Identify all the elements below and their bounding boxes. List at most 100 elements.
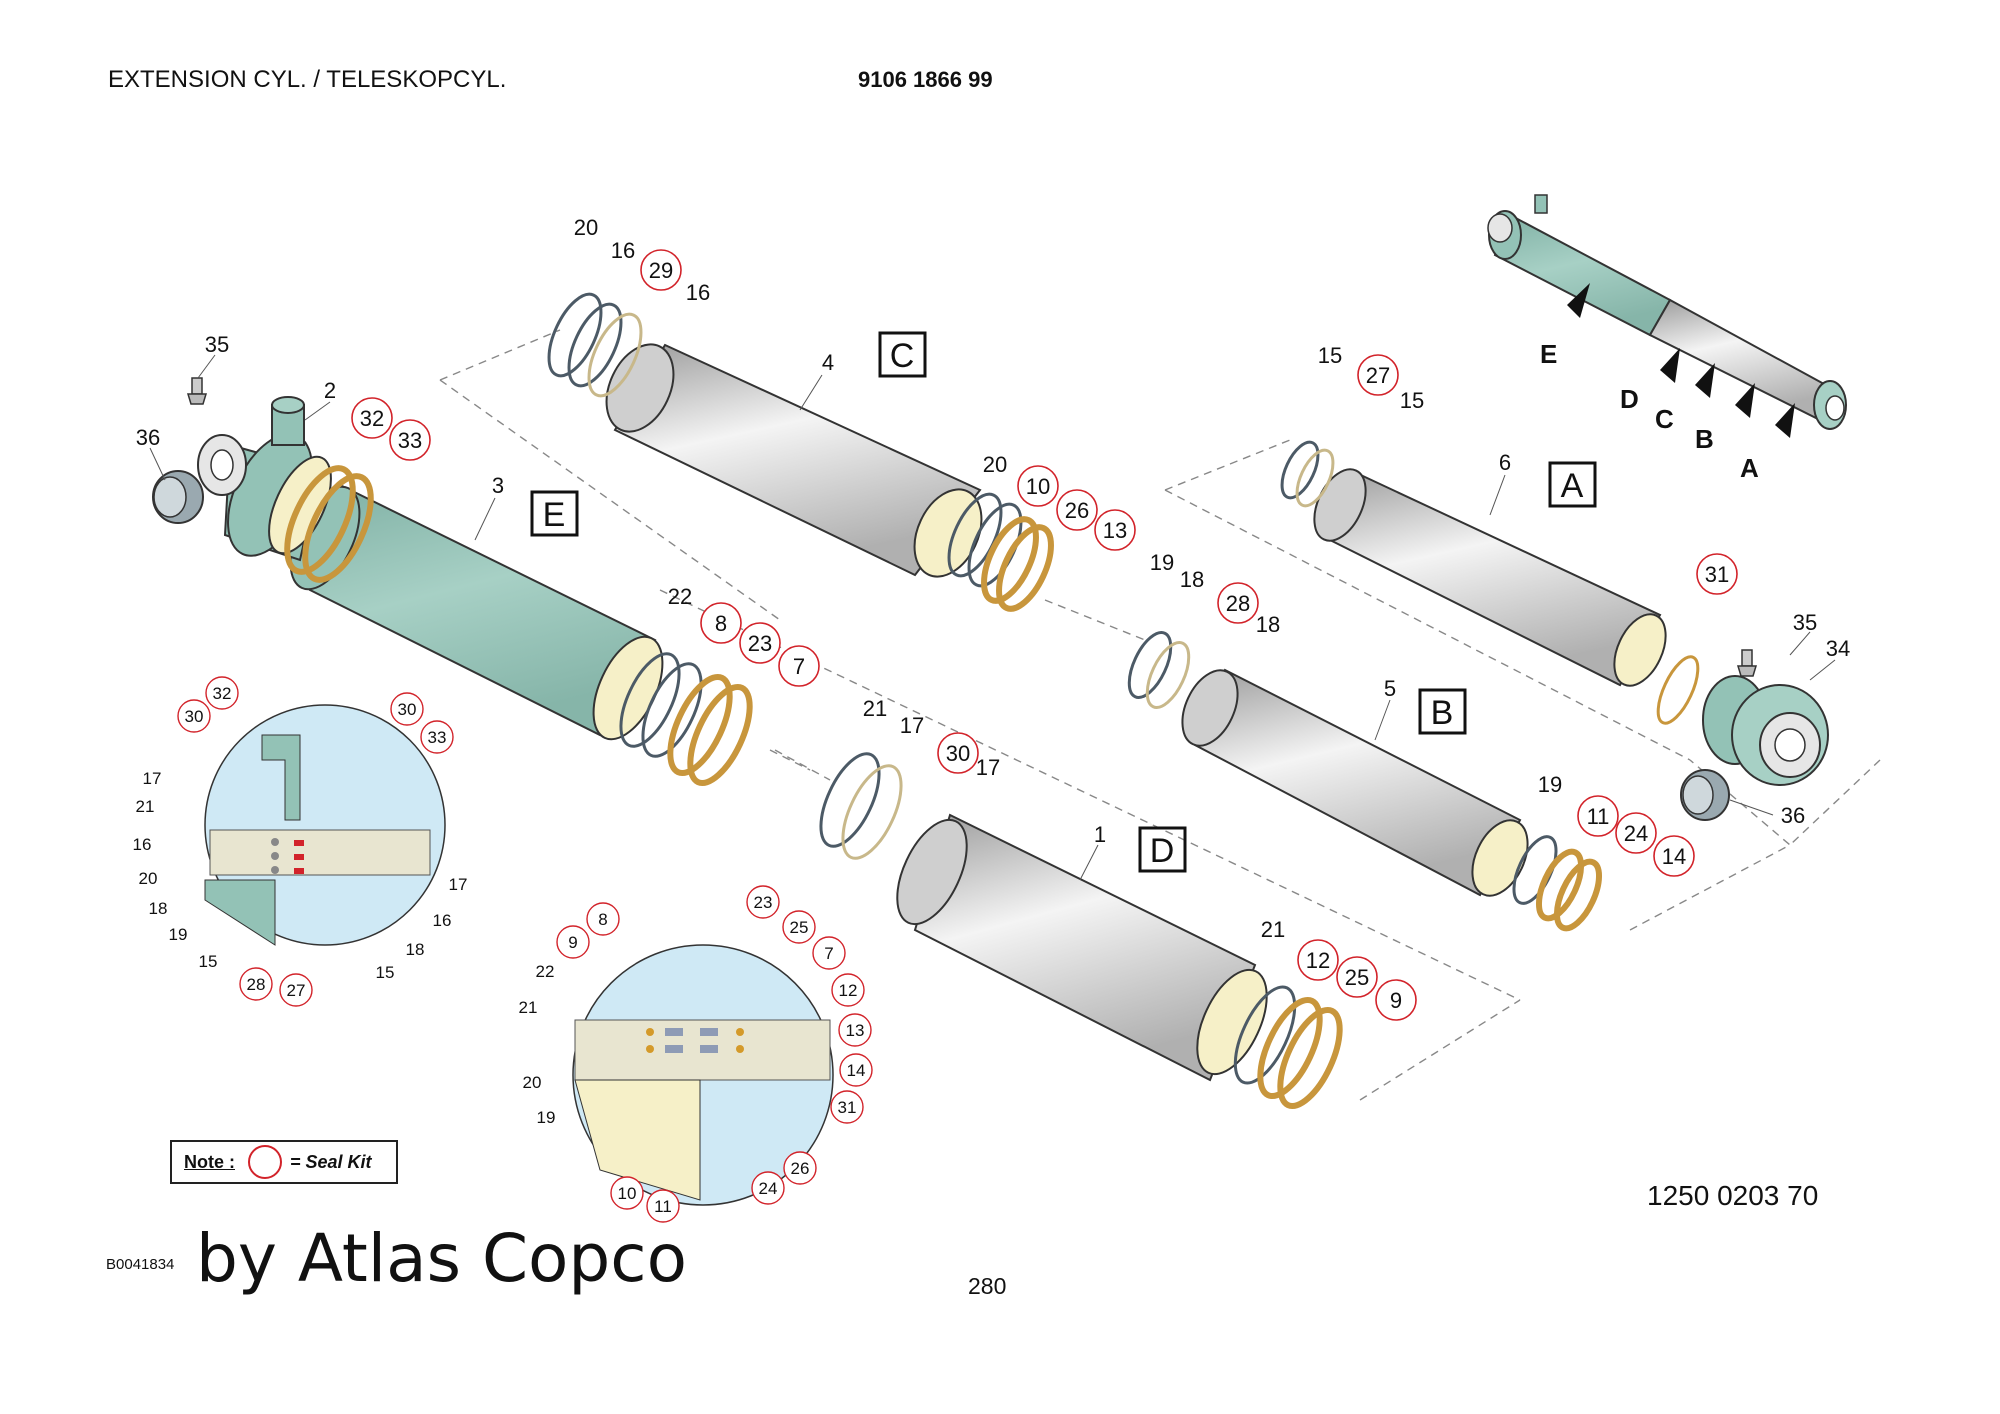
callout-36-left: 36 — [136, 425, 160, 450]
seal-callout-30-main: 30 — [937, 732, 979, 774]
detail-c-10: 10 — [618, 1184, 637, 1203]
svg-text:26: 26 — [1065, 498, 1089, 523]
pointer-label-e: E — [1540, 339, 1557, 369]
seal-kit-symbol — [248, 1145, 282, 1179]
detail-c-7: 7 — [824, 944, 833, 963]
detail-c-23: 23 — [754, 893, 773, 912]
wiper-ring-stacks — [547, 292, 1558, 1085]
plug-36-right — [1680, 769, 1730, 821]
pointer-label-a: A — [1740, 453, 1759, 483]
section-label-a: A — [1561, 467, 1584, 505]
detail-l-20: 20 — [139, 869, 158, 888]
overview-pointer-labels: E D C B A — [1540, 339, 1759, 483]
svg-text:30: 30 — [946, 741, 970, 766]
seal-kit-note: Note : = Seal Kit — [170, 1140, 398, 1184]
page-number: 280 — [968, 1273, 1007, 1299]
detail-c-8: 8 — [598, 910, 607, 929]
callout-22: 22 — [668, 584, 692, 609]
tube-1 — [896, 813, 1268, 1082]
callout-6: 6 — [1499, 450, 1511, 475]
seal-callout-32: 32 — [351, 397, 393, 439]
detail-left-labels: 32 30 30 33 28 27 17 21 16 20 18 19 15 1… — [133, 676, 467, 1007]
svg-text:14: 14 — [1662, 844, 1686, 869]
detail-c-12: 12 — [839, 981, 858, 1000]
detail-l-33: 33 — [428, 728, 447, 747]
detail-center-labels: 8 9 23 25 7 12 13 14 31 26 24 10 11 22 2… — [519, 885, 873, 1223]
detail-c-24: 24 — [759, 1179, 778, 1198]
detail-l-32: 32 — [213, 684, 232, 703]
detail-c-22: 22 — [536, 962, 555, 981]
callout-18-b: 18 — [1256, 612, 1280, 637]
svg-text:28: 28 — [1226, 591, 1250, 616]
seal-callout-31: 31 — [1696, 553, 1738, 595]
tube-6 — [1313, 468, 1667, 687]
detail-l-18a: 18 — [149, 899, 168, 918]
detail-l-30a: 30 — [185, 707, 204, 726]
grease-nipple-35-left — [186, 377, 208, 405]
svg-text:31: 31 — [1705, 562, 1729, 587]
seal-callout-23: 23 — [739, 622, 781, 664]
callout-15-a: 15 — [1318, 343, 1342, 368]
svg-text:11: 11 — [1587, 804, 1610, 829]
callout-1: 1 — [1094, 822, 1106, 847]
callout-17-a: 17 — [900, 713, 924, 738]
overview-pointers — [1567, 283, 1795, 438]
callout-36-right: 36 — [1781, 803, 1805, 828]
svg-text:25: 25 — [1345, 965, 1369, 990]
section-label-e: E — [543, 496, 566, 534]
tube-5 — [1181, 668, 1529, 897]
section-box-c — [878, 331, 927, 378]
section-label-d: D — [1150, 832, 1175, 870]
callout-4: 4 — [822, 350, 834, 375]
svg-text:13: 13 — [1103, 518, 1127, 543]
seal-callout-13: 13 — [1094, 509, 1136, 551]
svg-text:12: 12 — [1306, 948, 1330, 973]
detail-view-center — [572, 944, 834, 1206]
detail-view-left — [204, 704, 446, 946]
callout-21-a: 21 — [863, 696, 887, 721]
callout-20-top: 20 — [574, 215, 598, 240]
detail-c-20: 20 — [523, 1073, 542, 1092]
detail-c-14: 14 — [847, 1061, 866, 1080]
seal-callout-14-main: 14 — [1653, 835, 1695, 877]
svg-text:10: 10 — [1026, 474, 1050, 499]
callout-16-a: 16 — [611, 238, 635, 263]
leader-lines — [149, 354, 1836, 881]
section-box-e — [530, 490, 579, 537]
svg-text:23: 23 — [748, 631, 772, 656]
detail-c-26: 26 — [791, 1159, 810, 1178]
detail-c-25: 25 — [790, 918, 809, 937]
seal-callout-25-main: 25 — [1336, 956, 1378, 998]
diagram-title: EXTENSION CYL. / TELESKOPCYL. — [108, 66, 507, 93]
svg-text:7: 7 — [793, 654, 805, 679]
callout-20-mid: 20 — [983, 452, 1007, 477]
section-box-labels: C A B D E — [543, 337, 1584, 870]
svg-text:27: 27 — [1366, 363, 1390, 388]
callout-34: 34 — [1826, 636, 1850, 661]
svg-text:33: 33 — [398, 428, 422, 453]
note-label: Note : — [184, 1152, 235, 1172]
svg-text:9: 9 — [1390, 988, 1402, 1013]
part-number: 9106 1866 99 — [858, 67, 993, 92]
seal-callout-12-main: 12 — [1297, 939, 1339, 981]
callout-18-a: 18 — [1180, 567, 1204, 592]
callout-21-b: 21 — [1261, 917, 1285, 942]
seal-callout-11-main: 11 — [1577, 795, 1619, 837]
detail-c-19: 19 — [537, 1108, 556, 1127]
callout-2: 2 — [324, 378, 336, 403]
overview-cylinder — [1487, 194, 1847, 430]
pointer-label-d: D — [1620, 384, 1639, 414]
section-boxes — [530, 331, 1597, 873]
reference-code: B0041834 — [106, 1256, 175, 1273]
detail-l-18b: 18 — [406, 940, 425, 959]
section-label-b: B — [1431, 694, 1454, 732]
callout-19-b: 19 — [1538, 772, 1562, 797]
svg-text:29: 29 — [649, 258, 673, 283]
svg-text:24: 24 — [1624, 821, 1648, 846]
callout-35-left: 35 — [205, 332, 229, 357]
detail-l-19: 19 — [169, 925, 188, 944]
seal-callout-33: 33 — [389, 419, 431, 461]
pointer-label-b: B — [1695, 424, 1714, 454]
